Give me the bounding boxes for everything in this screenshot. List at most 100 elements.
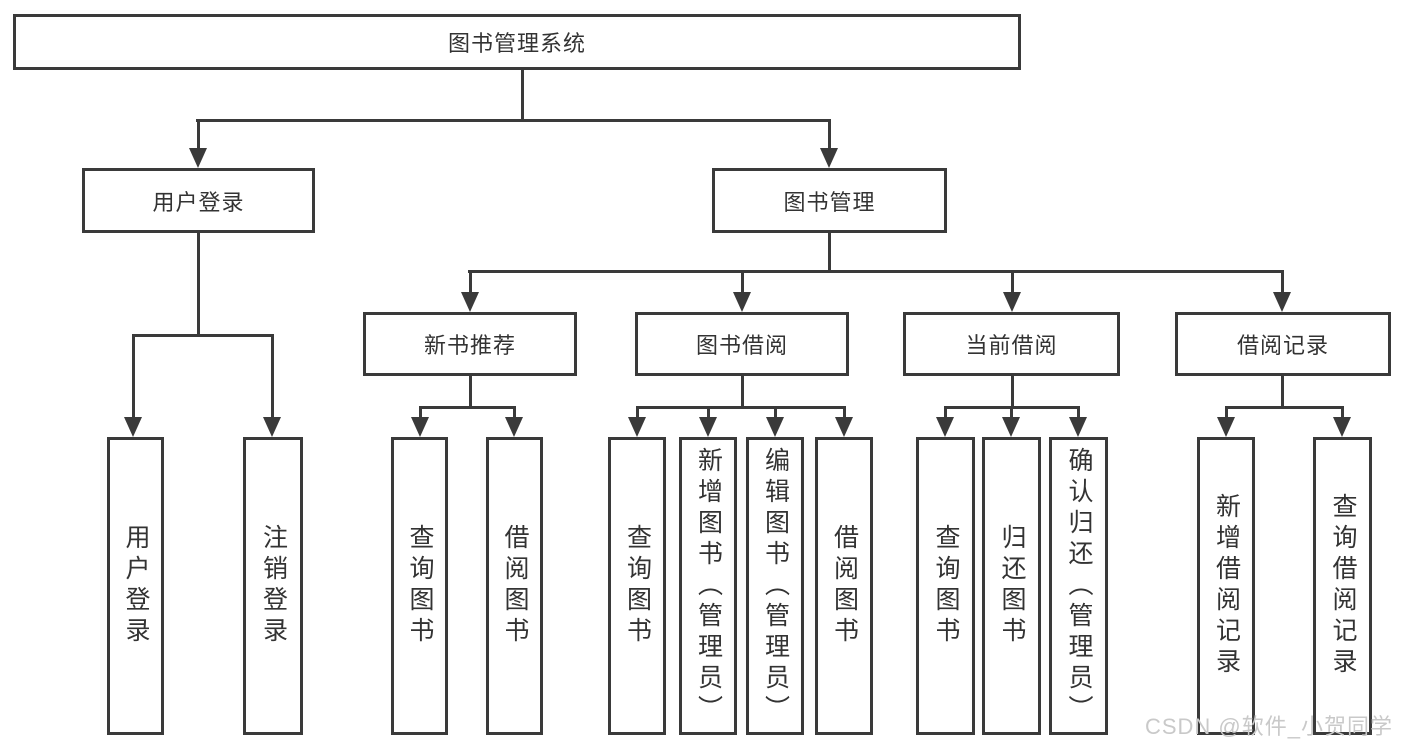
arrow-shaft	[740, 270, 744, 292]
leaf-label: 查询借阅记录	[1329, 493, 1357, 679]
down-arrow-icon	[1332, 406, 1352, 437]
down-arrow-icon	[732, 270, 752, 312]
down-arrow-icon	[460, 270, 480, 312]
csdn-watermark: CSDN @软件_小贺同学	[1144, 714, 1393, 739]
leaf-label: 查询图书	[623, 524, 652, 648]
node-label: 图书借阅	[695, 333, 788, 358]
arrow-head	[820, 148, 838, 168]
node-label: 用户登录	[152, 189, 245, 215]
arrow-shaft	[842, 406, 846, 417]
arrow-shaft	[468, 270, 472, 292]
node-book-management: 图书管理	[712, 168, 947, 233]
down-arrow-icon	[410, 406, 430, 437]
down-arrow-icon	[819, 119, 839, 168]
down-arrow-icon	[1002, 270, 1022, 312]
arrow-head	[1273, 292, 1291, 312]
arrow-shaft	[1009, 406, 1013, 417]
connector-line	[468, 376, 472, 406]
connector-line	[740, 376, 744, 406]
node-label: 图书管理系统	[447, 31, 586, 56]
leaf-label: 查询图书	[406, 524, 434, 648]
arrow-head	[766, 417, 784, 437]
connector-line	[636, 406, 846, 409]
leaf-user-login: 用户登录	[107, 437, 164, 735]
node-current-borrow: 当前借阅	[903, 312, 1120, 376]
leaf-label: 新增借阅记录	[1212, 493, 1241, 679]
leaf-query-books-recommend: 查询图书	[391, 437, 448, 735]
node-label: 当前借阅	[965, 333, 1058, 358]
connector-line	[468, 270, 1284, 273]
leaf-query-books-borrow: 查询图书	[608, 437, 666, 735]
arrow-head	[628, 417, 646, 437]
leaf-label: 借阅图书	[830, 524, 859, 648]
leaf-confirm-return-admin: 确认归还（管理员）	[1049, 437, 1108, 735]
arrow-shaft	[270, 334, 274, 417]
arrow-shaft	[827, 119, 831, 148]
node-user-login: 用户登录	[82, 168, 315, 233]
down-arrow-icon	[627, 406, 647, 437]
arrow-head	[461, 292, 479, 312]
arrow-head	[1217, 417, 1235, 437]
connector-line	[1010, 376, 1014, 406]
leaf-label: 借阅图书	[501, 524, 529, 648]
arrow-head	[699, 417, 717, 437]
down-arrow-icon	[188, 119, 208, 168]
arrow-shaft	[1224, 406, 1228, 417]
leaf-label: 归还图书	[998, 524, 1026, 648]
arrow-head	[1069, 417, 1087, 437]
arrow-shaft	[512, 406, 516, 417]
connector-line	[1280, 376, 1284, 406]
arrow-shaft	[131, 334, 135, 417]
arrow-head	[1002, 417, 1020, 437]
down-arrow-icon	[698, 406, 718, 437]
leaf-borrow-books: 借阅图书	[815, 437, 873, 735]
down-arrow-icon	[1216, 406, 1236, 437]
arrow-head	[733, 292, 751, 312]
node-label: 新书推荐	[423, 333, 516, 358]
down-arrow-icon	[1272, 270, 1292, 312]
arrow-shaft	[1280, 270, 1284, 292]
leaf-logout: 注销登录	[243, 437, 303, 735]
node-book-borrow: 图书借阅	[635, 312, 849, 376]
leaf-label: 注销登录	[259, 524, 288, 648]
connector-line	[419, 406, 516, 409]
arrow-head	[1003, 292, 1021, 312]
connector-line	[196, 233, 200, 334]
leaf-label: 查询图书	[932, 524, 960, 648]
connector-line	[196, 119, 831, 122]
node-label: 图书管理	[783, 189, 876, 215]
arrow-shaft	[1340, 406, 1344, 417]
arrow-head	[124, 417, 142, 437]
arrow-head	[263, 417, 281, 437]
arrow-shaft	[635, 406, 639, 417]
connector-line	[132, 334, 274, 337]
arrow-head	[1333, 417, 1351, 437]
arrow-head	[411, 417, 429, 437]
leaf-label: 编辑图书（管理员）	[761, 446, 790, 726]
node-label: 借阅记录	[1236, 333, 1329, 358]
leaf-edit-books-admin: 编辑图书（管理员）	[746, 437, 804, 735]
leaf-borrow-books-recommend: 借阅图书	[486, 437, 543, 735]
arrow-shaft	[1010, 270, 1014, 292]
leaf-label: 用户登录	[122, 524, 150, 648]
leaf-query-books-current: 查询图书	[916, 437, 975, 735]
arrow-shaft	[418, 406, 422, 417]
connector-line	[1225, 406, 1344, 409]
arrow-shaft	[706, 406, 710, 417]
leaf-return-books: 归还图书	[982, 437, 1041, 735]
leaf-label: 新增图书（管理员）	[694, 446, 723, 726]
leaf-add-borrow-record: 新增借阅记录	[1197, 437, 1255, 735]
arrow-head	[835, 417, 853, 437]
leaf-add-books-admin: 新增图书（管理员）	[679, 437, 737, 735]
down-arrow-icon	[1001, 406, 1021, 437]
down-arrow-icon	[765, 406, 785, 437]
down-arrow-icon	[1068, 406, 1088, 437]
down-arrow-icon	[504, 406, 524, 437]
arrow-head	[936, 417, 954, 437]
leaf-query-borrow-record: 查询借阅记录	[1313, 437, 1372, 735]
connector-line	[827, 233, 831, 270]
arrow-head	[505, 417, 523, 437]
node-borrow-records: 借阅记录	[1175, 312, 1391, 376]
down-arrow-icon	[935, 406, 955, 437]
